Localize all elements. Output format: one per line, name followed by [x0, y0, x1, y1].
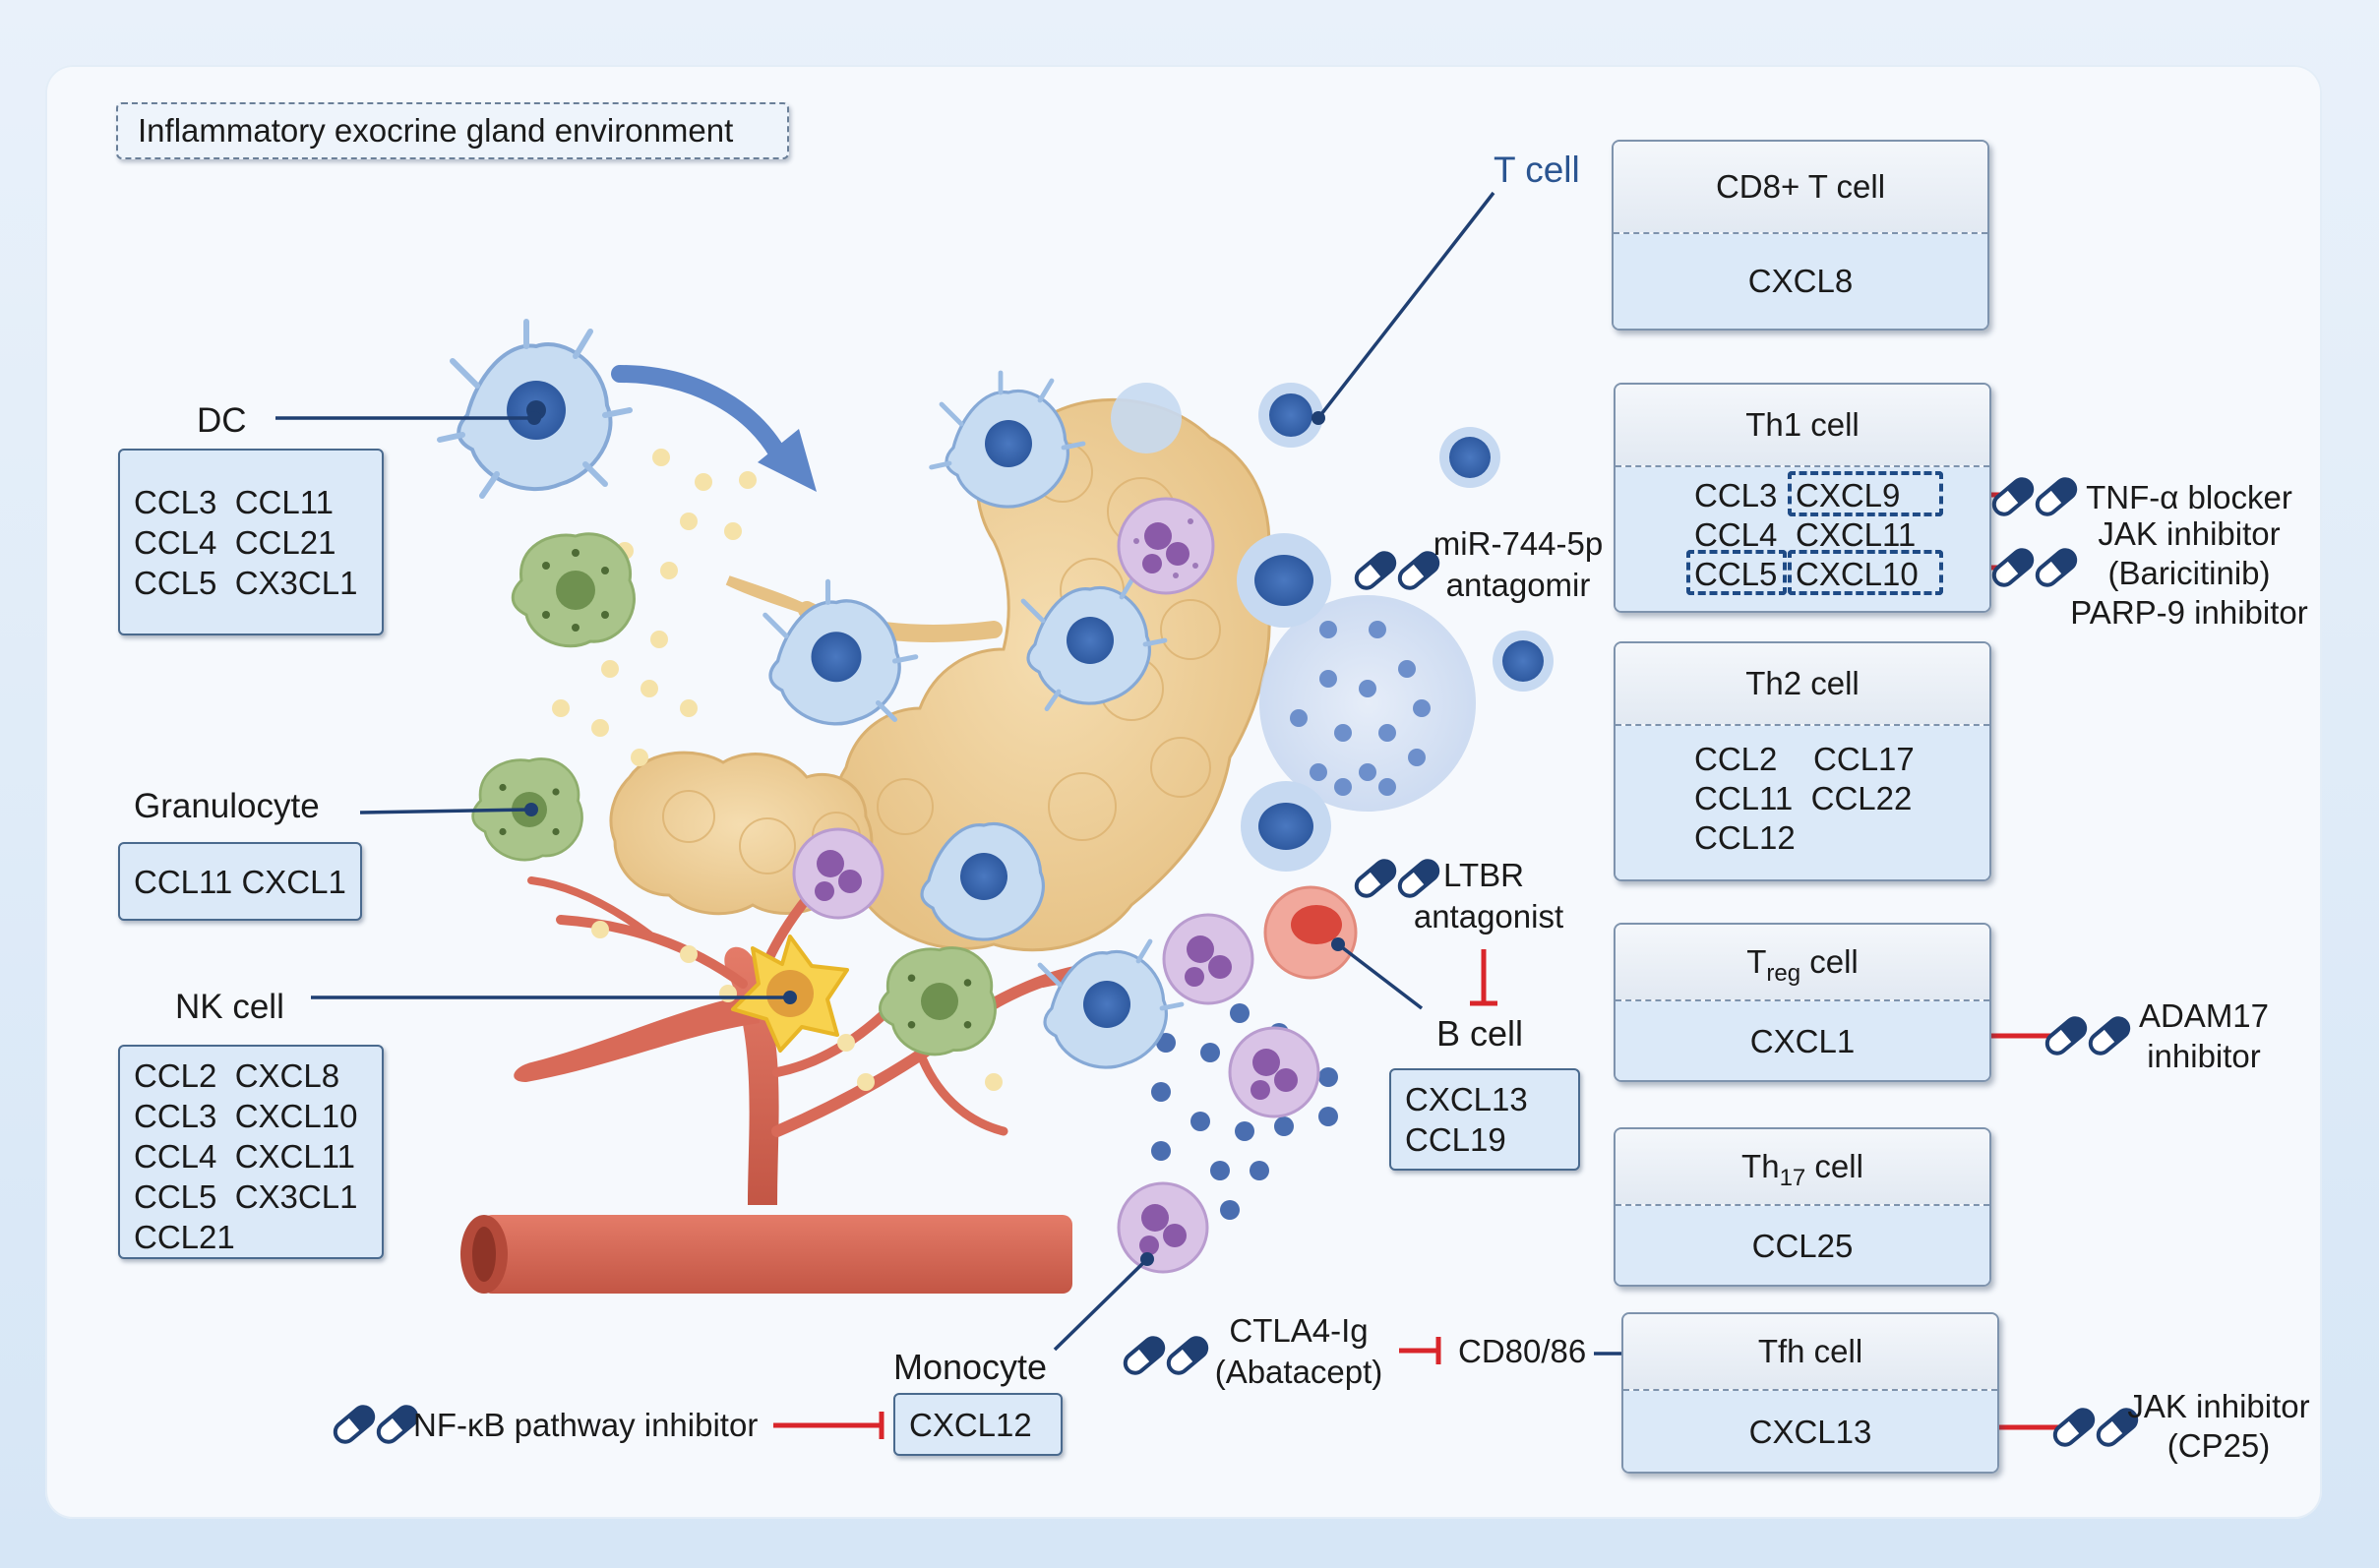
adam17-label: ADAM17	[2138, 997, 2270, 1034]
diagram-title: Inflammatory exocrine gland environment	[116, 102, 789, 159]
nk-chemokine-line: CCL2 CXCL8	[134, 1057, 340, 1094]
treg-name-main: T	[1746, 943, 1767, 980]
parp9-inhibitor-label: PARP-9 inhibitor	[2070, 594, 2308, 631]
b-cell-graphic	[1263, 885, 1358, 980]
th1-chemokine: CXCL11	[1796, 516, 1917, 553]
th2-cell-panel: Th2 cell CCL2 CCL17 CCL11 CCL22 CCL12	[1614, 641, 1991, 881]
b-cell-chemokine-box: CXCL13 CCL19	[1389, 1068, 1580, 1171]
ccl5-highlight	[1686, 550, 1787, 595]
dc-chemokine-line: CCL4 CCL21	[134, 524, 336, 561]
granulocyte-chemokine-line: CCL11 CXCL1	[134, 864, 346, 900]
dc-chemokine-line: CCL5 CX3CL1	[134, 565, 358, 601]
ltbr-label: LTBR	[1443, 857, 1524, 893]
th17-cell-panel: Th17 cell CCL25	[1614, 1127, 1991, 1287]
t-cell-label: T cell	[1494, 150, 1580, 190]
th1-chemokine: CXCL9	[1796, 477, 1901, 513]
th17-cell-name: Th17 cell	[1616, 1129, 1989, 1206]
monocyte-chemokine-line: CXCL12	[909, 1407, 1032, 1443]
granulocyte-label: Granulocyte	[134, 787, 320, 825]
treg-name-sub: reg	[1766, 960, 1801, 987]
t-cells	[1111, 383, 1554, 872]
th1-cell-name: Th1 cell	[1616, 385, 1989, 467]
th1-chemokine: CCL4	[1694, 516, 1778, 553]
curved-arrow-icon	[611, 365, 817, 492]
th1-chemokine-area: CCL3 CXCL9 CCL4 CXCL11 CCL5 CXCL10	[1616, 467, 1989, 611]
b-cell-label: B cell	[1436, 1013, 1524, 1054]
granulocyte-chemokine-box: CCL11 CXCL1	[118, 842, 362, 921]
nk-chemokine-box: CCL2 CXCL8 CCL3 CXCL10 CCL4 CXCL11 CCL5 …	[118, 1045, 384, 1259]
th17-name-main: Th	[1741, 1148, 1780, 1184]
jak-inhibitor-label: JAK inhibitor	[2098, 515, 2281, 552]
th2-chemokine-line: CCL12	[1694, 819, 1796, 856]
monocyte-cells	[792, 497, 1320, 1274]
cp25-label: (CP25)	[2166, 1427, 2271, 1464]
dc-label: DC	[197, 401, 247, 440]
th2-chemokine-line: CCL11 CCL22	[1694, 780, 1913, 816]
adam17-inhibitor-label: inhibitor	[2147, 1038, 2261, 1074]
th1-cell-panel: Th1 cell CCL3 CXCL9 CCL4 CXCL11 CCL5 CXC…	[1614, 383, 1991, 613]
chemokine-bubble	[1259, 595, 1476, 812]
ctla4-ig-label: CTLA4-Ig	[1229, 1312, 1369, 1349]
b-cell-chemokine-line: CCL19	[1405, 1121, 1506, 1158]
nk-chemokine-line: CCL3 CXCL10	[134, 1098, 358, 1134]
tfh-cell-panel: Tfh cell CXCL13	[1621, 1312, 1999, 1474]
th1-chemokine: CCL5	[1694, 556, 1778, 592]
connector-lines	[275, 191, 1643, 1356]
cxcl9-highlight	[1788, 471, 1943, 516]
tnf-blocker-label: TNF-α blocker	[2086, 479, 2292, 515]
th17-chemokine: CCL25	[1616, 1206, 1989, 1285]
nk-chemokine-line: CCL5 CX3CL1	[134, 1178, 358, 1215]
cd8-t-cell-panel: CD8+ T cell CXCL8	[1612, 140, 1989, 331]
cxcl10-highlight	[1788, 550, 1943, 595]
treg-chemokine: CXCL1	[1616, 1001, 1989, 1080]
tfh-cell-name: Tfh cell	[1623, 1314, 1997, 1391]
b-cell-chemokine-line: CXCL13	[1405, 1081, 1528, 1117]
dc-chemokine-box: CCL3 CCL11 CCL4 CCL21 CCL5 CX3CL1	[118, 449, 384, 635]
cd8-t-cell-name: CD8+ T cell	[1614, 142, 1987, 234]
th2-chemokine-area: CCL2 CCL17 CCL11 CCL22 CCL12	[1616, 726, 1989, 879]
th2-chemokine-line: CCL2 CCL17	[1694, 741, 1915, 777]
nfkb-inhibitor-label: NF-κB pathway inhibitor	[413, 1407, 759, 1443]
mir-744-label: miR-744-5p	[1433, 525, 1604, 562]
monocyte-label: Monocyte	[893, 1347, 1048, 1387]
treg-cell-name: Treg cell	[1616, 925, 1989, 1001]
cd80-86-label: CD80/86	[1458, 1333, 1587, 1369]
chemokine-dots-yellow	[542, 449, 1003, 1091]
nk-chemokine-line: CCL21	[134, 1219, 235, 1255]
th17-name-rest: cell	[1805, 1148, 1863, 1184]
treg-name-rest: cell	[1800, 943, 1859, 980]
antagonist-label: antagonist	[1413, 898, 1564, 935]
th2-cell-name: Th2 cell	[1616, 643, 1989, 726]
tfh-chemokine: CXCL13	[1623, 1391, 1997, 1472]
th17-name-sub: 17	[1779, 1165, 1806, 1191]
nk-cell-label: NK cell	[175, 988, 284, 1026]
cd8-chemokine: CXCL8	[1614, 234, 1987, 329]
th1-chemokine: CXCL10	[1796, 556, 1919, 592]
abatacept-label: (Abatacept)	[1214, 1354, 1383, 1390]
monocyte-chemokine-box: CXCL12	[893, 1393, 1063, 1456]
dc-chemokine-line: CCL3 CCL11	[134, 484, 334, 520]
baricitinib-label: (Baricitinib)	[2107, 555, 2271, 591]
antagomir-label: antagomir	[1445, 567, 1591, 603]
th1-chemokine: CCL3	[1694, 477, 1778, 513]
nk-chemokine-line: CCL4 CXCL11	[134, 1138, 355, 1175]
treg-cell-panel: Treg cell CXCL1	[1614, 923, 1991, 1082]
jak-inhibitor-cp25-label: JAK inhibitor	[2127, 1388, 2310, 1424]
